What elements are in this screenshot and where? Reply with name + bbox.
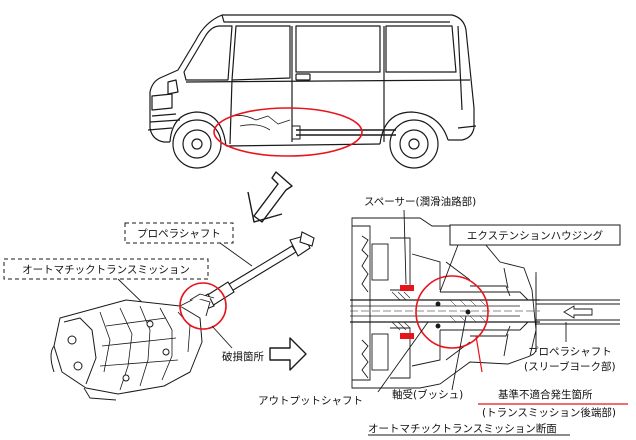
van-highlight-ellipse xyxy=(213,107,363,157)
down-arrow-icon xyxy=(253,171,293,223)
transmission-assembly xyxy=(50,293,215,401)
transmission-highlight-circle xyxy=(179,282,227,330)
propeller-shaft xyxy=(197,231,315,311)
damaged-part-label: 破損箇所 xyxy=(222,350,264,363)
bearing-bush-label: 軸受(ブッシュ) xyxy=(392,388,463,401)
extension-housing-label: エクステンションハウジング xyxy=(467,229,604,242)
propeller-shaft-sleeve-label: プロペラシャフト xyxy=(528,346,612,358)
automatic-transmission-label-box xyxy=(3,258,209,280)
spacer-label: スペーサー(潤滑油路部) xyxy=(364,195,476,208)
sleeve-yoke-label: (スリーブヨーク部) xyxy=(524,360,616,373)
section-highlight-circle xyxy=(415,275,489,349)
spacer-mark-bottom xyxy=(400,333,414,339)
propeller-shaft-label: プロペラシャフト xyxy=(137,228,221,240)
transmission-rear-label: (トランスミッション後端部) xyxy=(482,406,616,419)
extension-housing-label-box xyxy=(449,224,621,246)
propeller-shaft-label-box xyxy=(124,222,234,244)
van-illustration xyxy=(147,14,477,169)
spacer-mark-top xyxy=(400,285,414,291)
nonconforming-location-label: 基準不適合発生箇所 xyxy=(498,388,593,401)
transmission-cross-section xyxy=(350,217,620,389)
automatic-transmission-label: オートマチックトランスミッション xyxy=(22,264,190,276)
right-arrow-icon xyxy=(269,337,307,371)
section-caption: オートマチックトランスミッション断面 xyxy=(368,422,557,435)
output-shaft-label: アウトプットシャフト xyxy=(258,395,363,407)
